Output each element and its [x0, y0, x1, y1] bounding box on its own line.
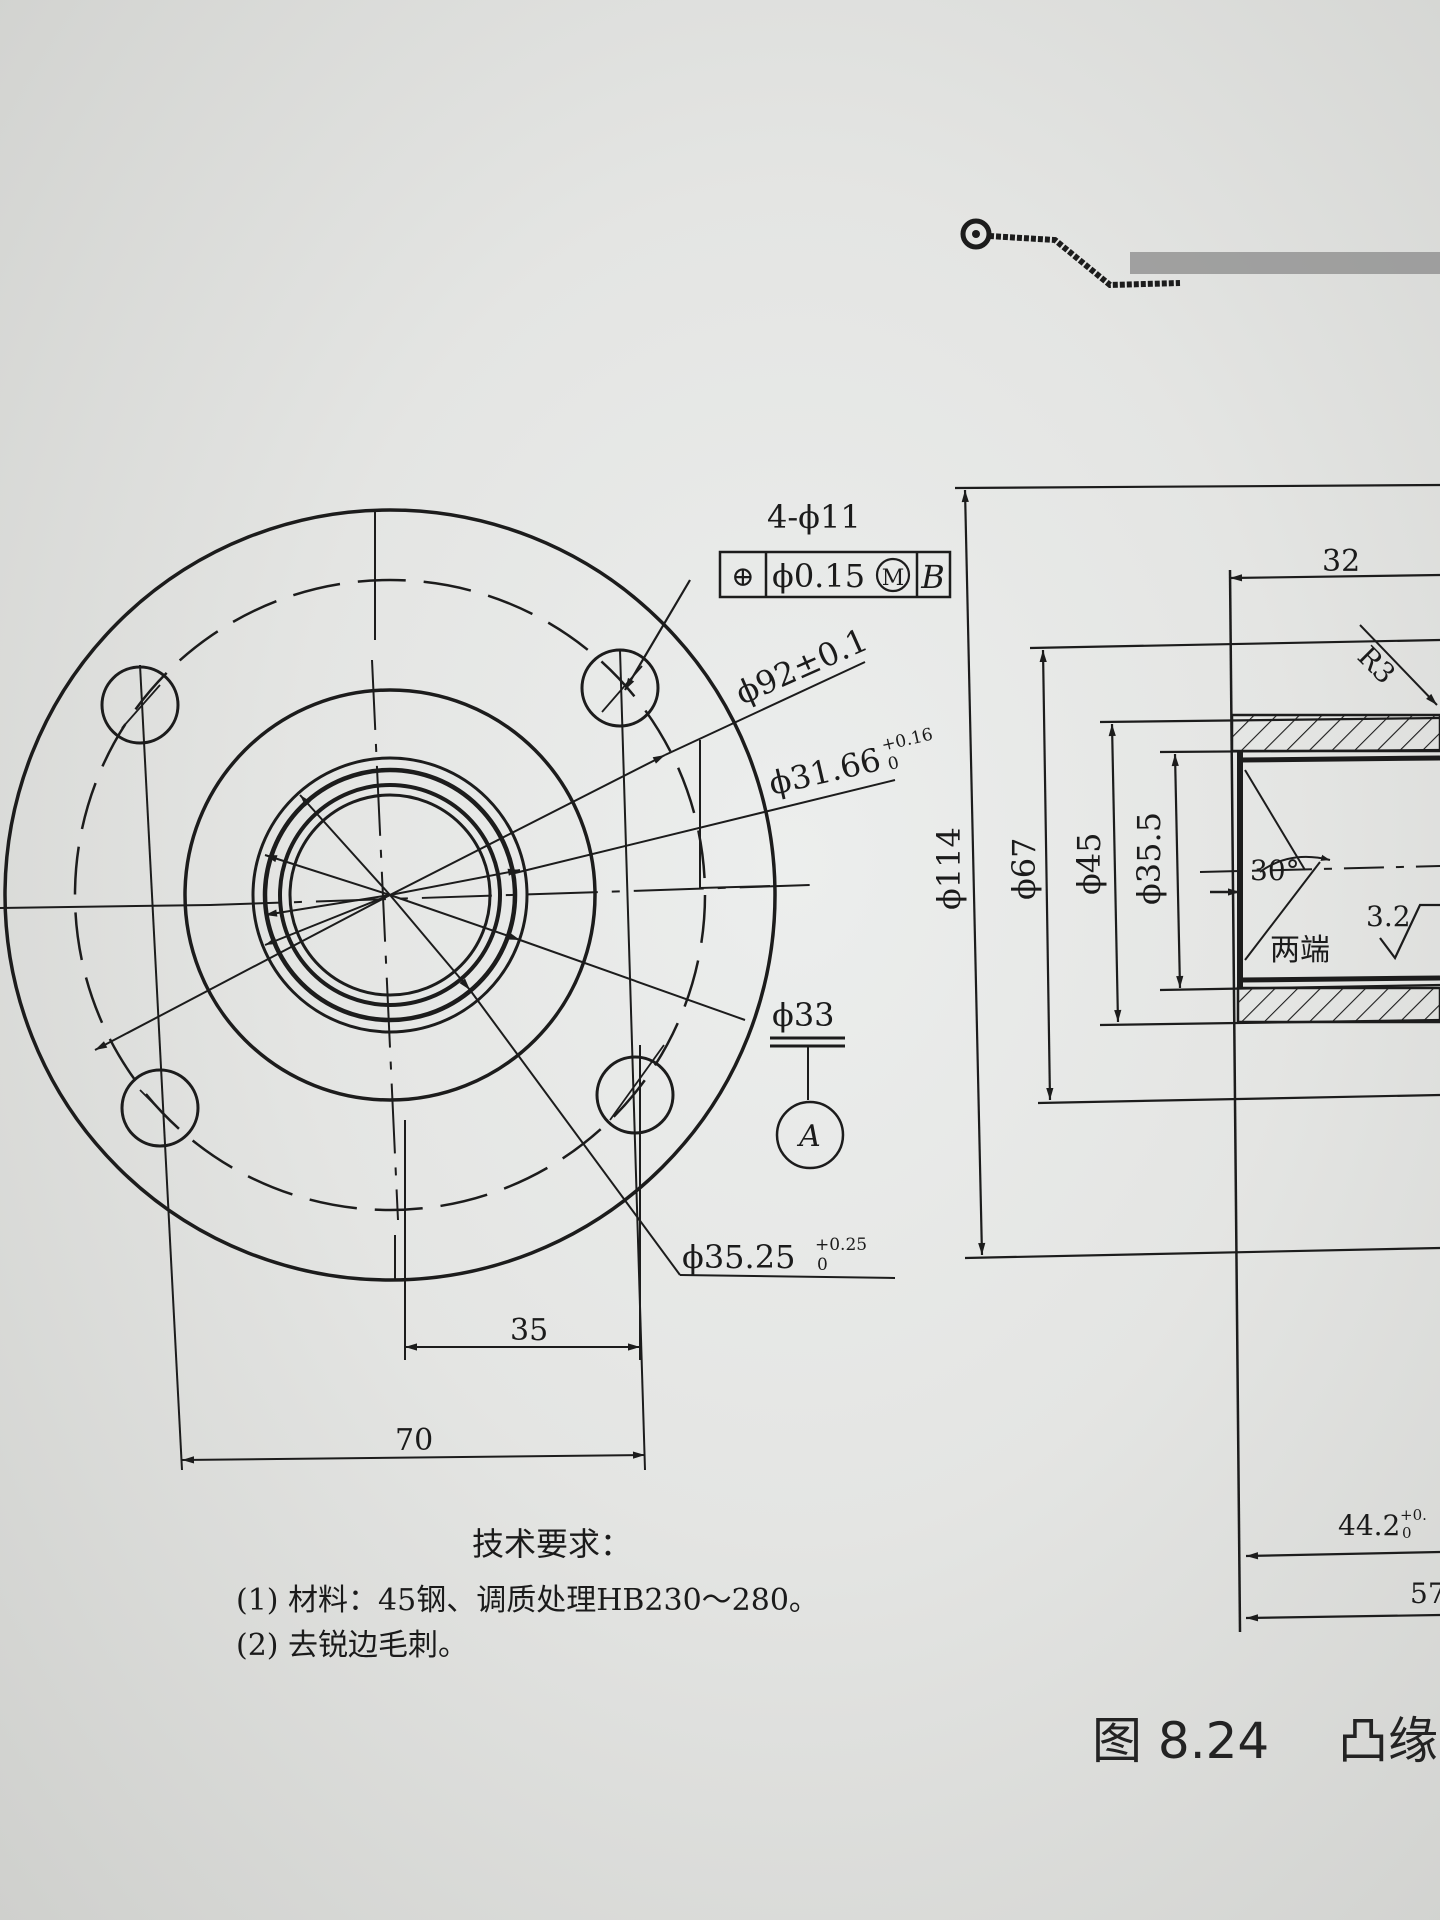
bore-tol-upper: +0.16	[880, 725, 935, 756]
top-stamp-decoration	[960, 218, 1440, 289]
position-symbol: ⊕	[731, 560, 754, 593]
tech-req-line-1: (1) 材料：45钢、调质处理HB230～280。	[236, 1583, 819, 1618]
figure-number: 图 8.24	[1092, 1712, 1269, 1770]
dim-70-label: 70	[395, 1423, 433, 1458]
roughness-label: 3.2	[1366, 900, 1411, 933]
bore-tol-lower: 0	[886, 753, 901, 775]
d45-label: ϕ45	[1070, 832, 1108, 895]
phi33-label: ϕ33	[772, 996, 835, 1034]
groove-tol-lower: 0	[817, 1255, 828, 1275]
d67-label: ϕ67	[1005, 837, 1043, 900]
figure-title: 凸缘	[1338, 1712, 1438, 1770]
dim-32-label: 32	[1322, 544, 1360, 579]
tech-req-title: 技术要求：	[472, 1525, 632, 1563]
tolerance-value: ϕ0.15	[772, 557, 865, 595]
dim-442: 44.2 +0. 0	[1338, 1506, 1427, 1542]
dim-442-label: 44.2	[1338, 1509, 1400, 1542]
hole-pattern-label: 4-ϕ11	[767, 498, 861, 536]
groove-diameter-label: ϕ35.25	[682, 1238, 795, 1276]
groove-diameter-dim: ϕ35.25 +0.25 0	[682, 1235, 867, 1276]
front-view	[0, 508, 896, 1471]
dim-57-label: 57	[1410, 1577, 1440, 1610]
both-ends-label: 两端	[1270, 933, 1330, 968]
figure-caption: 图 8.24 凸缘	[1092, 1712, 1438, 1770]
bolt-hole	[120, 1068, 200, 1148]
bore-diameter-label: ϕ31.66	[765, 740, 884, 803]
side-section-view	[954, 483, 1440, 1633]
pitch-diameter-label: ϕ92±0.1	[730, 621, 874, 713]
dim-442-tol-lower: 0	[1402, 1524, 1412, 1542]
d114-label: ϕ114	[930, 827, 968, 910]
dim-35-label: 35	[510, 1313, 548, 1348]
radius-label: R3	[1351, 640, 1402, 691]
technical-requirements: 技术要求： (1) 材料：45钢、调质处理HB230～280。 (2) 去锐边毛…	[236, 1525, 819, 1663]
datum-reference: B	[920, 558, 945, 596]
angle-label: 30°	[1250, 854, 1300, 887]
position-tolerance-frame: ⊕ ϕ0.15 M B	[718, 550, 952, 599]
groove-tol-upper: +0.25	[815, 1235, 867, 1255]
datum-a-symbol: A	[775, 1100, 845, 1170]
tech-req-line-2: (2) 去锐边毛刺。	[236, 1628, 468, 1663]
mmc-modifier: M	[882, 566, 905, 591]
datum-a-label: A	[796, 1119, 821, 1154]
d355-label: ϕ35.5	[1130, 812, 1168, 905]
dim-442-tol-upper: +0.	[1400, 1506, 1427, 1524]
